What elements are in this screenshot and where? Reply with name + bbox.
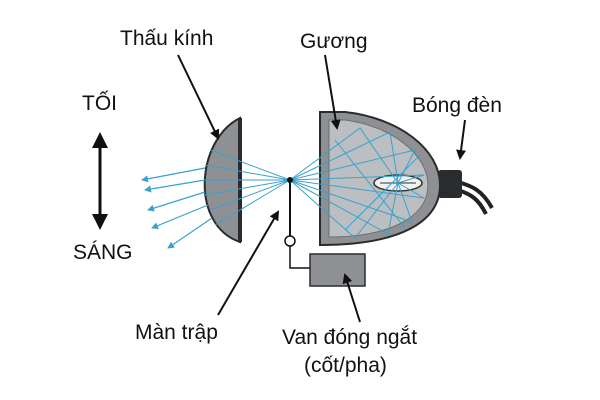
light-beam (147, 191, 206, 212)
bulb-label: Bóng đèn (412, 94, 502, 117)
output-light-beams (141, 167, 213, 249)
solenoid-valve (309, 253, 366, 287)
light-beam (144, 179, 206, 193)
bulb-cable (457, 180, 494, 209)
reflected-rays (289, 127, 425, 239)
valve-callout-arrow (342, 273, 361, 323)
shutter-label: Màn trập (135, 321, 218, 344)
arrow-down-icon (92, 214, 108, 230)
mirror-callout-arrow (324, 54, 341, 130)
bright-label: SÁNG (73, 241, 133, 264)
shutter-pivot (287, 177, 293, 183)
light-beam (151, 204, 209, 229)
lens-rays (204, 149, 291, 226)
lens-label: Thấu kính (120, 27, 214, 50)
dark-label: TỐI (82, 92, 117, 115)
shutter-linkage (289, 246, 312, 269)
shutter-callout-arrow (217, 210, 280, 316)
light-beam (167, 217, 213, 249)
lens-callout-arrow (177, 54, 220, 140)
bulb-socket (438, 170, 462, 198)
valve-label-line1: Van đóng ngắt (282, 326, 418, 349)
mirror-label: Gương (300, 30, 368, 53)
light-beam (141, 167, 206, 183)
shutter-hinge (284, 235, 296, 247)
bulb-callout-arrow (456, 119, 467, 160)
arrow-up-icon (92, 132, 108, 148)
valve-label-line2: (cốt/pha) (304, 354, 387, 377)
